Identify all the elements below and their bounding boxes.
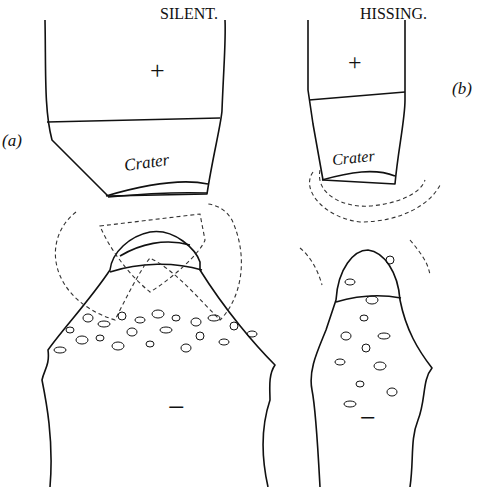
- carbon-pit: [152, 310, 164, 318]
- arc-glow: [410, 240, 430, 275]
- carbon-pit: [191, 318, 201, 326]
- polarity-sign: +: [150, 58, 165, 84]
- arc-glow: [310, 172, 440, 222]
- panel-letter: (b): [452, 80, 472, 97]
- part-label: Crater: [123, 151, 170, 174]
- negative-carbon: [311, 250, 432, 487]
- carbon-pit: [83, 314, 93, 322]
- carbon-pit: [76, 336, 88, 344]
- part-label: Crater: [331, 148, 375, 168]
- carbon-band: [309, 92, 405, 100]
- carbon-pit: [66, 327, 74, 333]
- crater-edge: [322, 172, 395, 180]
- carbon-pit: [112, 342, 124, 350]
- carbon-pit: [360, 315, 368, 321]
- carbon-pit: [160, 327, 172, 333]
- carbon-pit: [96, 335, 104, 341]
- carbon-pit: [362, 344, 370, 352]
- crater-edge: [108, 193, 207, 197]
- panel-title: SILENT.: [160, 6, 218, 22]
- carbon-pit: [127, 328, 137, 336]
- panel-title: HISSING.: [360, 6, 427, 22]
- carbon-pit: [181, 344, 191, 352]
- arc-glow: [319, 170, 425, 206]
- carbon-pit: [54, 347, 66, 353]
- carbon-texture: [54, 256, 397, 407]
- negative-carbon: [42, 232, 275, 487]
- polarity-sign: +: [348, 50, 362, 74]
- arc-glow: [55, 204, 241, 320]
- carbon-pit: [374, 362, 386, 370]
- carbon-pit: [247, 331, 257, 337]
- carbon-pit: [378, 333, 390, 339]
- carbon-band: [47, 118, 220, 122]
- carbon-pit: [386, 256, 394, 264]
- arc-glow: [300, 248, 322, 285]
- polarity-sign: −: [168, 392, 185, 422]
- carbon-pit: [341, 332, 351, 340]
- carbon-pit: [196, 332, 204, 340]
- carbon-pit: [118, 312, 126, 320]
- positive-carbon: [45, 20, 225, 196]
- crater-edge: [106, 182, 208, 196]
- carbon-pit: [172, 315, 180, 321]
- carbon-pit: [135, 317, 145, 323]
- carbon-pit: [146, 341, 154, 347]
- arc-core: [100, 214, 205, 292]
- carbon-pit: [387, 388, 397, 396]
- carbon-pit: [219, 339, 229, 345]
- carbon-pit: [335, 359, 345, 365]
- carbon-pit: [356, 381, 364, 387]
- carbon-pit: [208, 315, 220, 321]
- carbon-pit: [344, 401, 356, 407]
- carbon-pit: [345, 279, 355, 285]
- carbon-pit: [366, 296, 378, 304]
- panel-letter: (a): [2, 132, 22, 149]
- carbon-pit: [230, 322, 238, 330]
- polarity-sign: −: [360, 404, 376, 432]
- carbon-pit: [98, 321, 110, 327]
- tip-cap: [120, 242, 190, 256]
- positive-carbon: [308, 20, 405, 184]
